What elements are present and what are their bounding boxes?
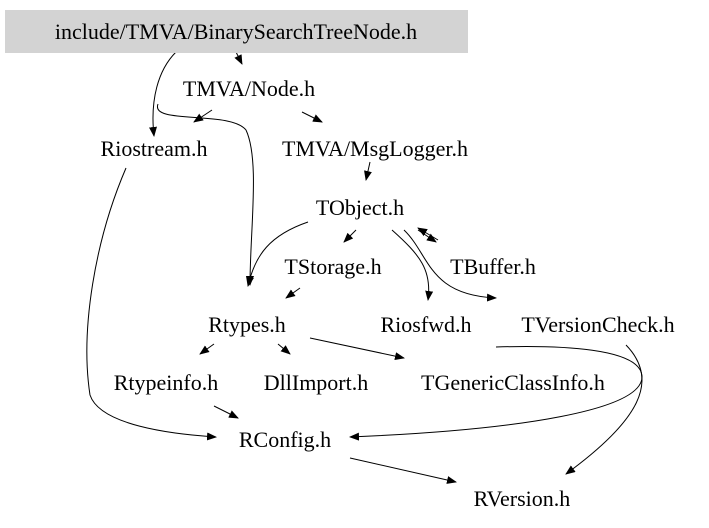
node-rtypeinfo[interactable]: Rtypeinfo.h (114, 370, 219, 395)
node-dllimport[interactable]: DllImport.h (264, 370, 369, 395)
edge-root-node (234, 51, 243, 65)
node-riostream[interactable]: Riostream.h (101, 136, 208, 161)
edge-rconfig-rversion (349, 457, 457, 484)
node-tgenericclassinfo[interactable]: TGenericClassInfo.h (421, 370, 605, 395)
nodes: include/TMVA/BinarySearchTreeNode.h TMVA… (5, 10, 675, 511)
root-node-label: include/TMVA/BinarySearchTreeNode.h (55, 19, 417, 44)
edge-rtypes-tgenericclassinfo (309, 337, 405, 361)
node-rversion[interactable]: RVersion.h (474, 486, 571, 511)
edge-riostream-rconfig (86, 167, 217, 441)
edge-root-riostream (149, 51, 177, 137)
node-msglogger[interactable]: TMVA/MsgLogger.h (282, 136, 468, 161)
edges (86, 51, 643, 484)
node-tversioncheck[interactable]: TVersionCheck.h (521, 312, 674, 337)
edge-tstorage-rtypes (285, 287, 301, 299)
node-rconfig[interactable]: RConfig.h (239, 427, 331, 452)
edge-tobject-rtypes (246, 221, 309, 287)
node-tstorage[interactable]: TStorage.h (284, 254, 381, 279)
edge-tobject-tstorage (343, 229, 357, 243)
node-rtypes[interactable]: Rtypes.h (208, 312, 286, 337)
edge-rtypes-rtypeinfo (199, 343, 215, 355)
edge-node-msglogger (301, 111, 323, 123)
edge-tversioncheck-rversion (565, 344, 643, 475)
node-tmva-node[interactable]: TMVA/Node.h (183, 76, 315, 101)
edge-tobject-tversioncheck (403, 229, 497, 302)
node-riosfwd[interactable]: Riosfwd.h (380, 312, 471, 337)
edge-rtypes-dllimport (277, 343, 291, 355)
edge-msglogger-tobject (364, 161, 372, 181)
edge-riosfwd-rconfig (349, 346, 643, 441)
edge-rtypeinfo-rconfig (213, 405, 239, 419)
edge-node-rtypes (157, 103, 255, 286)
edge-node-riostream (193, 109, 213, 123)
edge-tobject-riosfwd (391, 229, 434, 301)
root-node-box (5, 10, 468, 53)
edge-tobject-tbuffer (417, 229, 437, 243)
node-tbuffer[interactable]: TBuffer.h (450, 254, 536, 279)
node-tobject[interactable]: TObject.h (316, 195, 404, 220)
edge-tbuffer-tobject (417, 227, 439, 241)
node-root[interactable]: include/TMVA/BinarySearchTreeNode.h (5, 10, 468, 53)
